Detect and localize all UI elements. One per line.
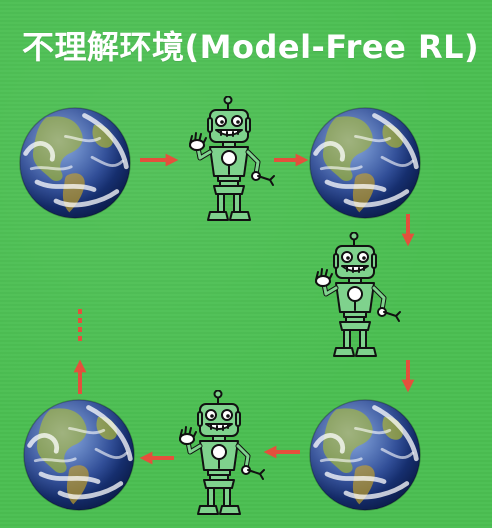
- earth-globe-icon: [24, 400, 134, 510]
- earth-globe-icon: [310, 400, 420, 510]
- robot-right-middle: [316, 233, 400, 357]
- robot-bottom-middle: [180, 391, 264, 515]
- ellipsis-icon: [78, 309, 82, 341]
- robot-icon: [190, 97, 274, 221]
- robot-icon: [316, 233, 400, 357]
- earth-top-right: [310, 108, 420, 218]
- earth-globe-icon: [310, 108, 420, 218]
- page-title: 不理解环境(Model-Free RL): [22, 28, 480, 66]
- earth-top-left: [20, 108, 130, 218]
- earth-bottom-right: [310, 400, 420, 510]
- earth-globe-icon: [20, 108, 130, 218]
- robot-top-middle: [190, 97, 274, 221]
- robot-icon: [180, 391, 264, 515]
- earth-bottom-left: [24, 400, 134, 510]
